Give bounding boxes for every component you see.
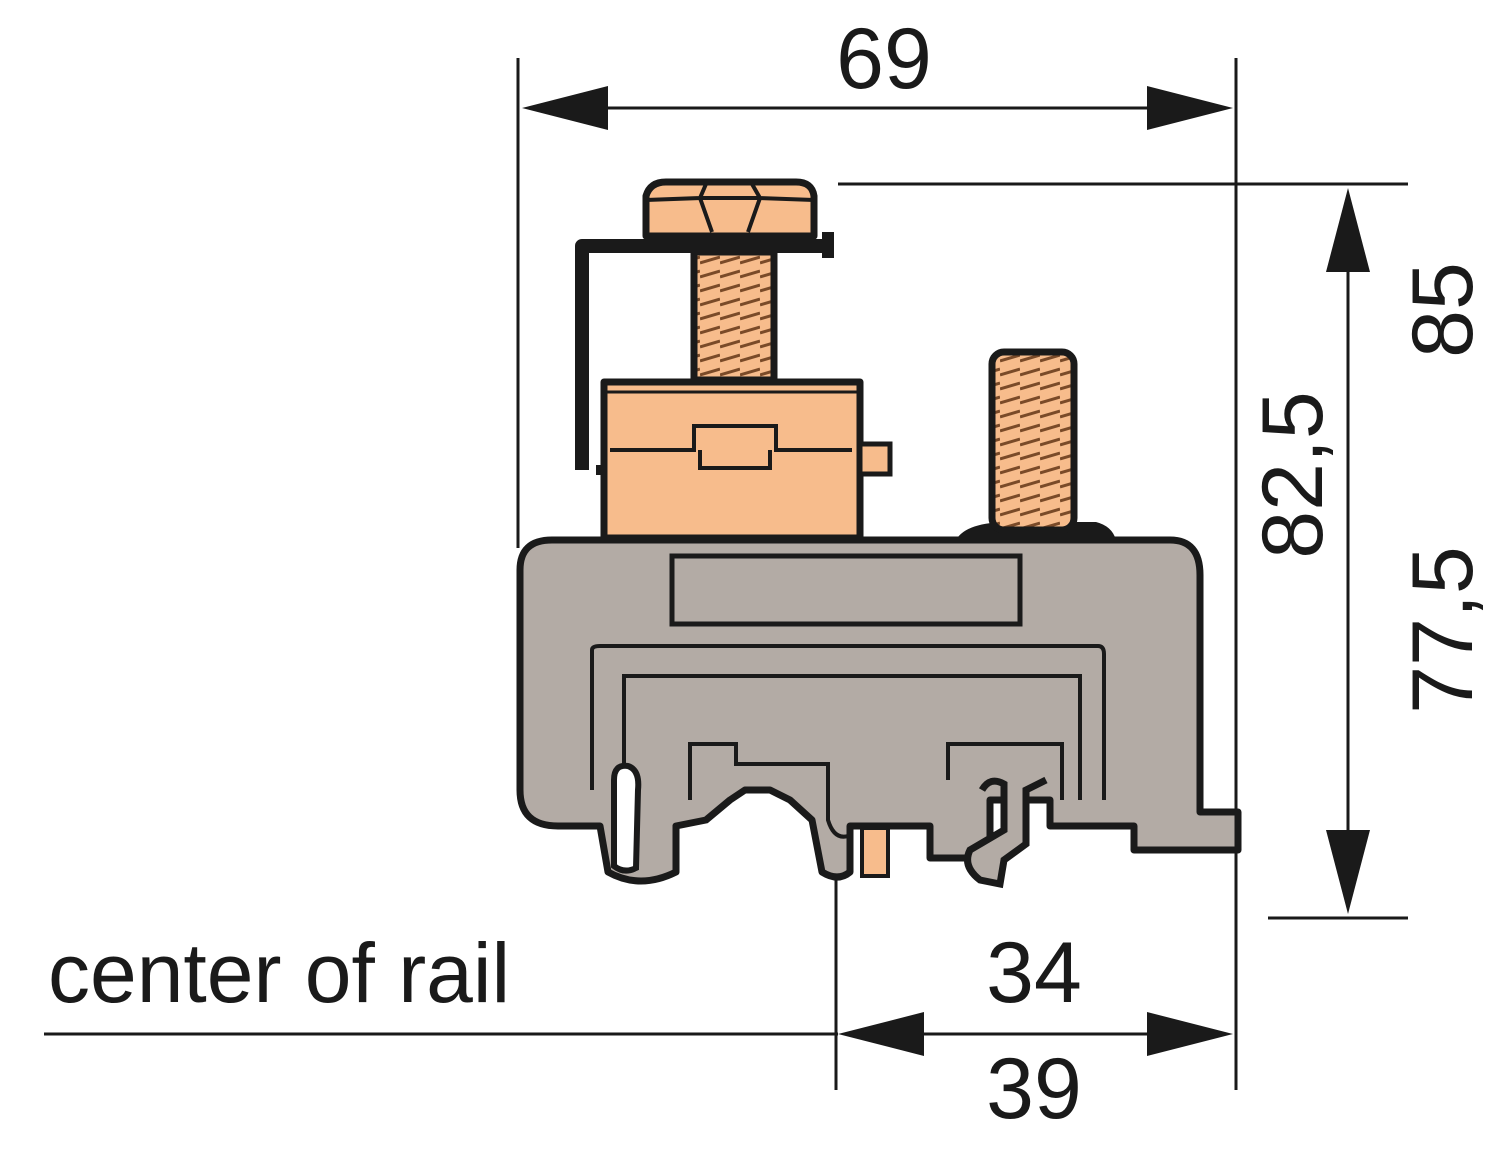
dim-label-85: 85: [1395, 262, 1491, 358]
arrow-down-85: [1326, 830, 1370, 914]
bolt-head-facets: [645, 183, 815, 233]
arrow-left-69: [522, 86, 608, 130]
dim-label-34: 34: [986, 925, 1082, 1021]
bolt-head-icon: [642, 178, 818, 240]
dim-label-82-5: 82,5: [1245, 391, 1341, 558]
housing-inner-channel: [590, 644, 1106, 800]
clamp-stirrup: [575, 239, 832, 470]
terminal-housing: [516, 536, 1242, 889]
arrow-right-34: [1147, 1012, 1233, 1056]
rail-step-right: [946, 742, 1064, 800]
dim-label-39: 39: [986, 1041, 1082, 1137]
arrow-left-34: [838, 1012, 924, 1056]
rail-contact: [860, 826, 890, 878]
stud-thread: [988, 348, 1078, 534]
rail-clip-center: [688, 742, 849, 839]
clamp-notch: [610, 424, 852, 470]
dim-label-77-5: 77,5: [1395, 546, 1491, 713]
bolt-shank: [690, 248, 778, 384]
spring-clip-right: [964, 776, 1048, 889]
dim-label-69: 69: [836, 11, 932, 107]
arrow-up-85: [1326, 188, 1370, 272]
clamp-side-pin: [857, 441, 893, 477]
housing-inner-ledge: [622, 674, 1082, 800]
arrow-right-69: [1147, 86, 1233, 130]
dimension-lines: [44, 58, 1408, 1090]
latch-foot-left: [611, 762, 642, 874]
bolt-terminal: [575, 178, 893, 542]
clamp-body: [600, 378, 864, 542]
marker-label-slot: [669, 553, 1023, 627]
rail-center-label: center of rail: [48, 926, 510, 1020]
threaded-stud: [956, 348, 1116, 540]
